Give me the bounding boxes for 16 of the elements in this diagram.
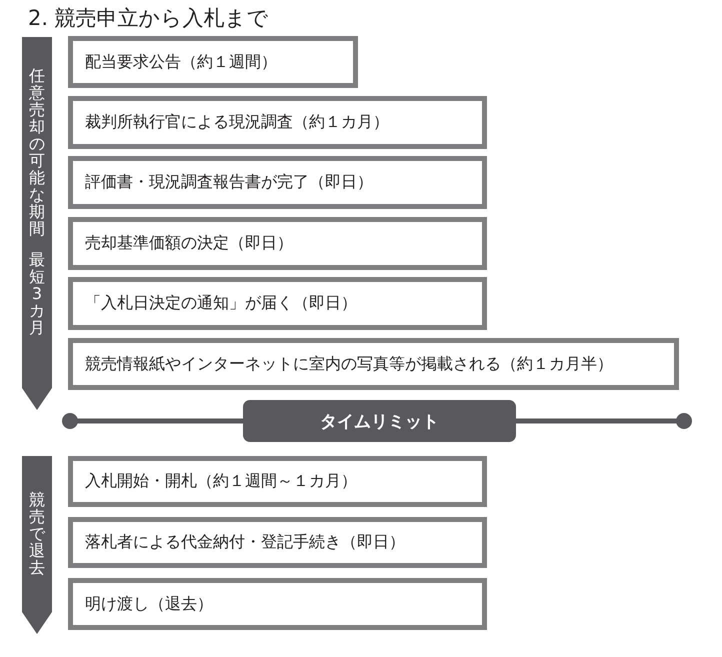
band-label: 最短3カ月 <box>29 251 45 336</box>
step-box: 配当要求公告（約１週間） <box>68 36 358 88</box>
step-box: 明け渡し（退去） <box>68 578 487 630</box>
step-box: 評価書・現況調査報告書が完了（即日） <box>68 156 487 209</box>
band-label: 競売で退去 <box>29 491 45 576</box>
label-bar: タイムリミット <box>243 400 516 442</box>
step-box: 売却基準価額の決定（即日） <box>68 217 487 270</box>
diagram-title: 2. 競売申立から入札まで <box>28 5 269 32</box>
arrow-band <box>22 456 52 634</box>
band-label: 任意売却の可能な期間 <box>29 67 45 237</box>
arrow-band <box>22 37 52 410</box>
step-box: 落札者による代金納付・登記手続き（即日） <box>68 517 487 568</box>
step-box: 「入札日決定の通知」が届く（即日） <box>68 277 487 330</box>
step-box: 裁判所執行官による現況調査（約１カ月） <box>68 96 487 149</box>
step-box: 入札開始・開札（約１週間～１カ月） <box>68 456 487 507</box>
step-box: 競売情報紙やインターネットに室内の写真等が掲載される（約１カ月半） <box>68 338 679 390</box>
